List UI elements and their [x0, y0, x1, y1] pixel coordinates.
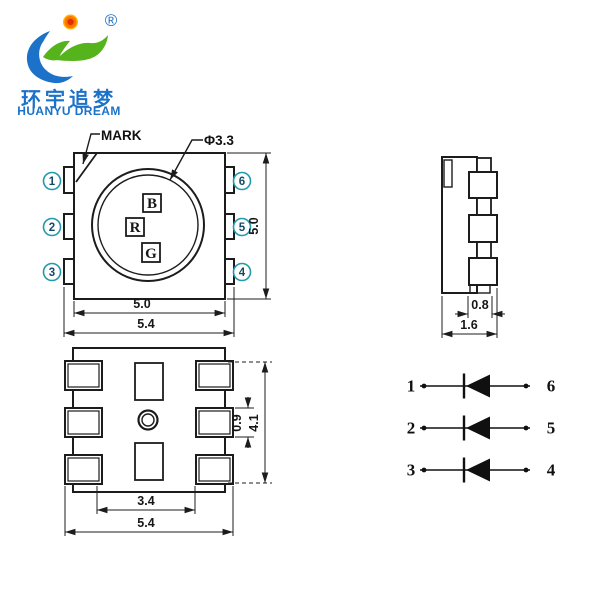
company-name-english: HUANYU DREAM	[17, 104, 121, 118]
svg-text:0.8: 0.8	[471, 298, 488, 312]
bottom-view-center-hole-inner	[141, 413, 155, 427]
top-view-height-dimension: 5.0	[227, 152, 271, 300]
lens-diameter-leader	[169, 139, 203, 181]
chip-blue: B	[142, 193, 162, 213]
svg-text:3.4: 3.4	[137, 494, 154, 508]
top-view-inner-width-dimension: 5.0	[73, 297, 226, 317]
bottom-view-center-hole-outer	[137, 409, 159, 431]
company-logo: ® 环宇追梦 HUANYU DREAM	[10, 5, 150, 120]
pin-number-2: 2	[42, 217, 62, 237]
svg-text:2: 2	[49, 222, 55, 234]
circuit-pin-2: 2	[407, 419, 416, 438]
circuit-pin-5: 5	[547, 419, 556, 438]
bottom-view-pad-height-dimension: 0.9	[230, 397, 254, 448]
registered-mark: ®	[105, 11, 118, 30]
bottom-view-top-window	[134, 362, 164, 401]
svg-text:3: 3	[49, 267, 55, 279]
logo-graphic: ®	[26, 11, 118, 84]
svg-text:1: 1	[49, 176, 56, 188]
bottom-view-outer-width-dimension: 5.4	[64, 486, 234, 536]
logo-swoosh	[26, 31, 74, 84]
pin-number-6: 6	[232, 171, 252, 191]
svg-text:4: 4	[239, 267, 246, 279]
circuit-pin-3: 3	[407, 461, 416, 480]
circuit-diagram: 1 6 2 5 3	[407, 373, 556, 483]
svg-text:0.9: 0.9	[230, 414, 244, 431]
side-view-notch	[443, 159, 453, 188]
pin-number-1: 1	[42, 171, 62, 191]
bottom-view-bottom-window	[134, 442, 164, 481]
svg-text:5.4: 5.4	[137, 516, 154, 530]
mark-chamfer	[75, 152, 98, 183]
diode-row-2: 2 5	[407, 415, 556, 441]
diode-symbol	[466, 416, 490, 440]
diode-symbol	[466, 458, 490, 482]
bottom-view-pad-span-dimension: 4.1	[228, 361, 272, 484]
chip-green: G	[141, 242, 161, 263]
logo-wave-small	[43, 40, 70, 61]
mark-leader-line	[82, 133, 100, 165]
company-name-chinese: 环宇追梦	[21, 89, 117, 111]
bottom-view-inner-width-dimension: 3.4	[96, 486, 196, 514]
chip-red: R	[125, 217, 145, 237]
circuit-pin-4: 4	[547, 461, 556, 480]
top-view: B R G 1 2 3	[42, 128, 271, 337]
side-view-bottom-step	[469, 284, 491, 294]
bottom-view-right-pads	[195, 360, 234, 485]
top-view-right-leads	[224, 166, 235, 285]
svg-text:6: 6	[239, 176, 245, 188]
top-view-left-leads	[63, 166, 75, 285]
lens-outer-circle	[91, 168, 205, 282]
lens-diameter-label: Φ3.3	[204, 133, 234, 148]
logo-wave-large	[56, 35, 108, 61]
pin-number-5: 5	[232, 217, 252, 237]
svg-text:5.4: 5.4	[137, 317, 154, 331]
pin-number-4: 4	[232, 262, 252, 282]
side-view: 0.8 1.6	[441, 156, 505, 338]
circuit-pin-6: 6	[547, 377, 556, 396]
chip-blue-label: B	[147, 196, 157, 212]
diode-row-3: 3 4	[407, 457, 556, 483]
side-view-lead-pads	[468, 171, 498, 286]
bottom-view: 3.4 5.4 4.1 0.9	[64, 347, 272, 536]
pin-number-3: 3	[42, 262, 62, 282]
svg-text:4.1: 4.1	[247, 414, 261, 431]
diode-row-1: 1 6	[407, 373, 556, 399]
lens-inner-circle	[97, 174, 199, 276]
logo-sun-core	[67, 18, 74, 26]
svg-text:5: 5	[239, 222, 246, 234]
svg-text:1.6: 1.6	[460, 318, 477, 332]
side-view-thickness-dimension: 1.6	[441, 288, 498, 338]
mark-label: MARK	[101, 128, 142, 143]
circuit-pin-1: 1	[407, 377, 416, 396]
svg-text:5.0: 5.0	[247, 217, 261, 234]
side-view-lead-width-dimension: 0.8	[455, 296, 505, 318]
bottom-view-left-pads	[64, 360, 103, 485]
svg-text:5.0: 5.0	[133, 297, 150, 311]
chip-red-label: R	[130, 220, 141, 236]
top-view-outer-width-dimension: 5.4	[63, 287, 235, 337]
diode-symbol	[466, 374, 490, 398]
chip-green-label: G	[145, 246, 157, 262]
